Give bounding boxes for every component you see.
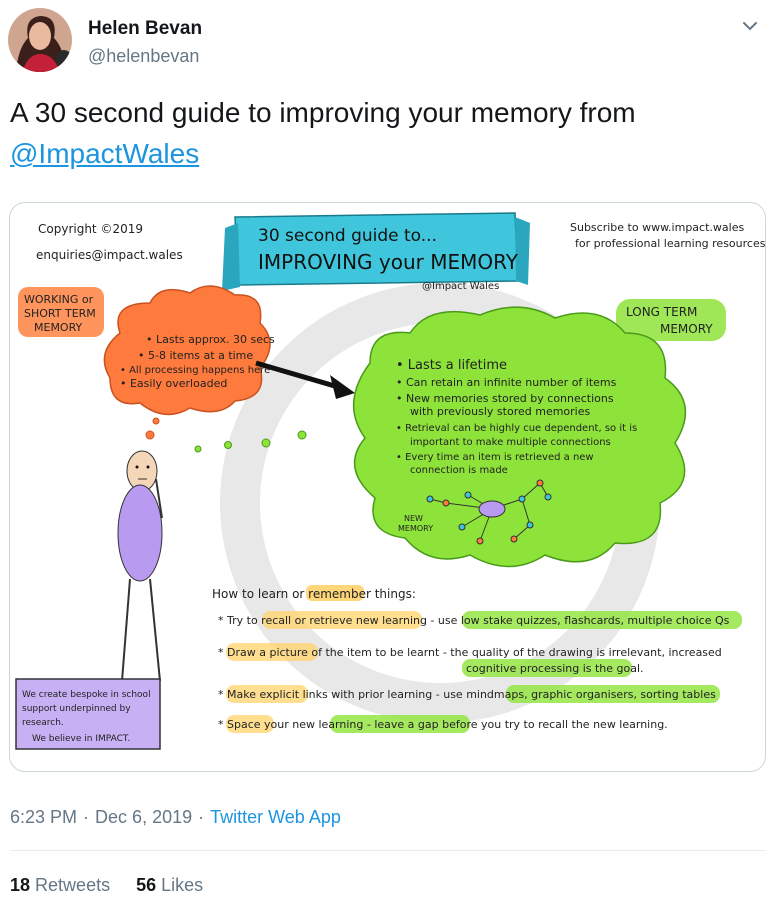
long-point-5: • Retrieval can be highly cue dependent,… xyxy=(396,423,637,434)
likes-label: Likes xyxy=(161,875,204,895)
title-line-1: 30 second guide to... xyxy=(258,226,437,246)
bespoke-box: We create bespoke in school support unde… xyxy=(15,678,161,750)
retweets-count: 18 xyxy=(10,875,31,895)
long-label-2: MEMORY xyxy=(660,322,713,336)
tweet-stats: 18 Retweets 56 Likes xyxy=(10,875,203,896)
arrow-icon xyxy=(255,360,355,399)
tweet-time[interactable]: 6:23 PM xyxy=(10,807,78,827)
chevron-down-icon[interactable] xyxy=(738,14,762,38)
divider xyxy=(10,850,766,851)
tweet-text: A 30 second guide to improving your memo… xyxy=(10,92,750,174)
working-label-3: MEMORY xyxy=(34,321,83,334)
long-point-1: • Lasts a lifetime xyxy=(396,358,507,373)
working-point-3: • All processing happens here xyxy=(120,365,270,376)
bespoke-line-1: We create bespoke in school xyxy=(22,690,151,700)
long-point-6: important to make multiple connections xyxy=(410,437,611,448)
long-label-1: LONG TERM xyxy=(626,305,697,319)
mention-link[interactable]: @ImpactWales xyxy=(10,138,200,169)
long-point-7: • Every time an item is retrieved a new xyxy=(396,452,594,463)
long-point-8: connection is made xyxy=(410,465,508,476)
bespoke-line-3: research. xyxy=(22,718,64,728)
title-banner: 30 second guide to... IMPROVING your MEM… xyxy=(222,212,530,291)
working-point-1: • Lasts approx. 30 secs xyxy=(146,333,275,346)
long-point-4: with previously stored memories xyxy=(410,405,591,418)
new-memory-label-1: NEW xyxy=(404,514,423,523)
working-memory-cloud: • Lasts approx. 30 secs • 5-8 items at a… xyxy=(103,285,275,416)
working-label-1: WORKING or xyxy=(24,293,94,306)
tip-2: * Draw a picture of the item to be learn… xyxy=(218,646,722,659)
tweet-meta: 6:23 PM·Dec 6, 2019·Twitter Web App xyxy=(10,807,341,827)
title-line-2: IMPROVING your MEMORY xyxy=(258,250,519,274)
working-point-2: • 5-8 items at a time xyxy=(138,349,253,362)
long-term-label-bg xyxy=(616,299,726,341)
likes-stat[interactable]: 56 Likes xyxy=(136,875,203,895)
working-label-2: SHORT TERM xyxy=(24,307,96,320)
working-memory-label-bg xyxy=(18,287,104,337)
how-to-heading: How to learn or remember things: xyxy=(212,587,416,601)
email-text: enquiries@impact.wales xyxy=(36,248,183,262)
long-point-3: • New memories stored by connections xyxy=(396,392,614,405)
tip-3: * Make explicit links with prior learnin… xyxy=(218,688,716,701)
user-name[interactable]: Helen Bevan xyxy=(88,18,203,39)
retweets-stat[interactable]: 18 Retweets xyxy=(10,875,110,895)
retweets-label: Retweets xyxy=(35,875,111,895)
tip-4: * Space your new learning - leave a gap … xyxy=(218,718,668,731)
tip-1: * Try to recall or retrieve new learning… xyxy=(218,614,730,627)
subscribe-line-2: for professional learning resources xyxy=(575,237,765,250)
subscribe-line-1: Subscribe to www.impact.wales xyxy=(570,221,744,234)
bespoke-line-4: We believe in IMPACT. xyxy=(32,734,130,744)
new-memory-label-2: MEMORY xyxy=(398,524,433,533)
infographic-image[interactable]: Copyright ©2019 enquiries@impact.wales 3… xyxy=(9,202,766,772)
tweet-date[interactable]: Dec 6, 2019 xyxy=(95,807,193,827)
title-credit: @Impact Wales xyxy=(422,281,499,292)
tweet-text-body: A 30 second guide to improving your memo… xyxy=(10,97,636,128)
person-illustration xyxy=(117,450,163,682)
user-handle[interactable]: @helenbevan xyxy=(88,46,200,66)
bespoke-line-2: support underpinned by xyxy=(22,704,131,714)
working-point-4: • Easily overloaded xyxy=(120,377,227,390)
tweet-source-link[interactable]: Twitter Web App xyxy=(210,807,341,827)
avatar[interactable] xyxy=(8,8,72,72)
tip-2-cont: cognitive processing is the goal. xyxy=(466,662,644,675)
long-term-memory-cloud: • Lasts a lifetime • Can retain an infin… xyxy=(353,306,687,568)
copyright-text: Copyright ©2019 xyxy=(38,222,143,236)
likes-count: 56 xyxy=(136,875,157,895)
long-point-2: • Can retain an infinite number of items xyxy=(396,376,617,389)
memory-network-icon xyxy=(426,479,552,545)
